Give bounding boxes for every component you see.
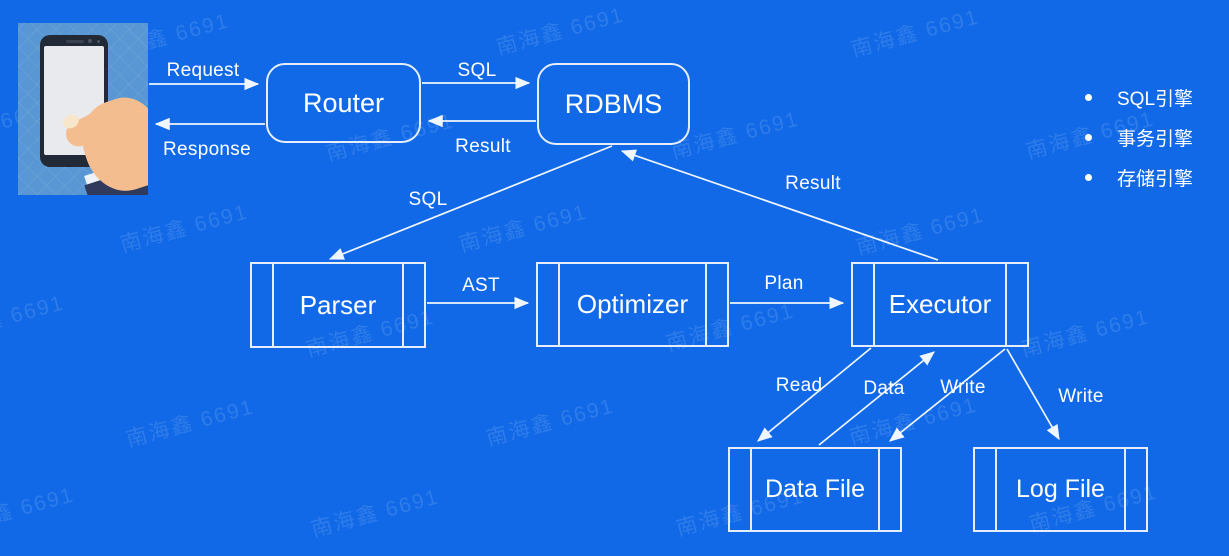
legend-item-label: 事务引擎 [1117,128,1194,150]
node-parser: Parser [250,262,426,348]
engine-legend: SQL引擎 事务引擎 存储引擎 [1085,86,1194,190]
phone-in-hand-image [18,23,148,195]
node-log-file: Log File [973,447,1148,532]
node-rdbms: RDBMS [537,63,690,145]
edge-write-log-line [1006,348,1060,441]
edge-read-label: Read [775,375,823,396]
node-parser-label: Parser [299,289,377,320]
node-optimizer-label: Optimizer [576,289,689,319]
edge-result-to-router-label: Result [455,136,511,157]
bullet-icon [1085,133,1092,141]
legend-item-label: 存储引擎 [1117,168,1194,190]
node-data-file-label: Data File [764,475,866,503]
node-log-file-label: Log File [1016,475,1105,503]
node-rdbms-label: RDBMS [564,88,663,119]
bullet-icon [1085,93,1092,101]
edge-write-data-label: Write [940,377,986,398]
node-optimizer: Optimizer [536,262,729,347]
legend-item-transaction-engine: 事务引擎 [1085,126,1194,150]
edge-read-line [757,347,872,442]
bullet-icon [1085,173,1092,181]
edge-sql-to-parser-label: SQL [408,189,448,210]
node-router: Router [266,63,421,143]
node-executor: Executor [851,262,1029,347]
node-executor-label: Executor [888,289,992,319]
edge-sql-to-rdbms-label: SQL [457,60,497,81]
phone-camera-icon [97,40,100,43]
edge-sql-to-parser-line [328,145,613,260]
node-data-file: Data File [728,447,902,532]
legend-item-label: SQL引擎 [1117,88,1194,110]
edge-response-label: Response [163,139,251,160]
edge-result-to-rdbms-label: Result [785,173,841,194]
edge-ast-label: AST [462,275,500,296]
phone-speaker-icon [66,40,84,43]
edge-plan-label: Plan [764,273,804,294]
phone-camera-icon [88,39,92,43]
edge-result-to-rdbms-line [620,149,939,261]
edge-data-label: Data [863,378,905,399]
legend-item-sql-engine: SQL引擎 [1085,86,1194,110]
legend-item-storage-engine: 存储引擎 [1085,166,1194,190]
edge-data-line [818,351,935,446]
edge-write-log-label: Write [1058,386,1104,407]
edge-request-label: Request [166,60,240,81]
node-router-label: Router [302,87,385,118]
edge-write-data-line [889,348,1006,442]
